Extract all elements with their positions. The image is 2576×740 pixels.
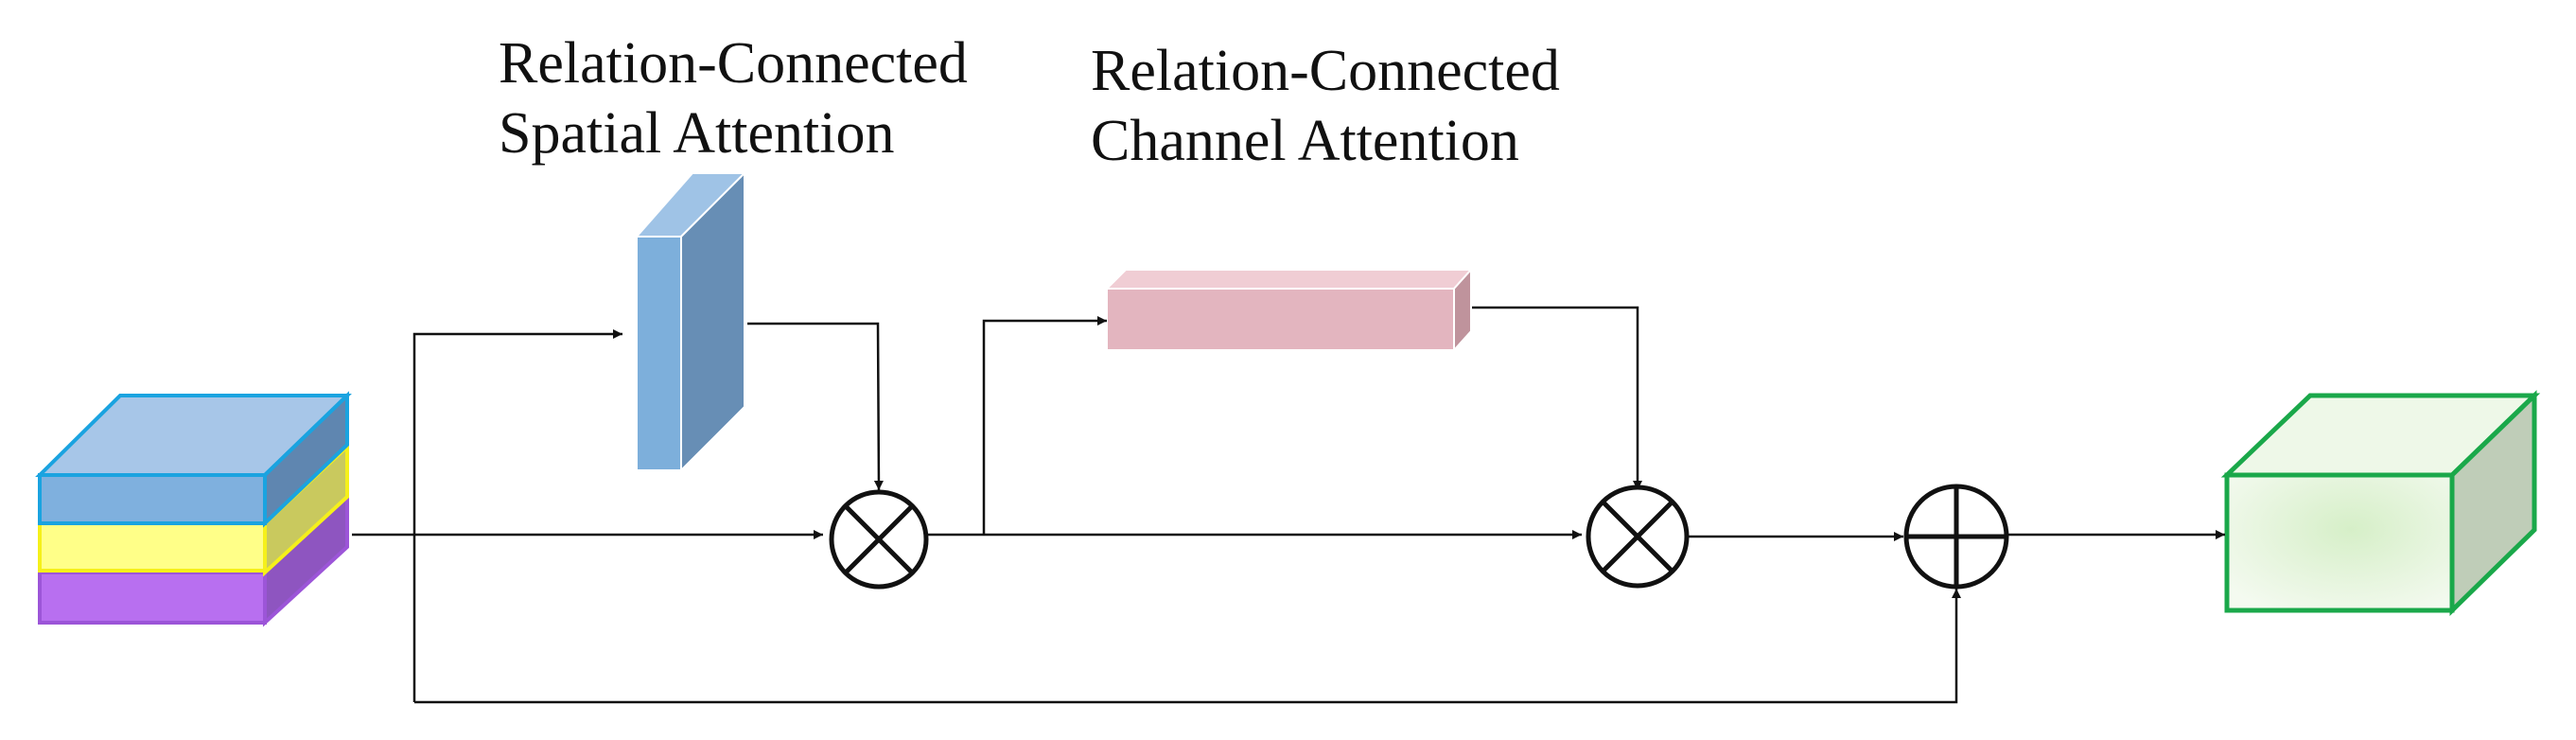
multiply-icon-1-stroke-b <box>844 504 914 574</box>
purple-layer-front <box>38 571 267 625</box>
edge-branch-to-channel <box>982 316 1107 535</box>
spatial-attention-label: Relation-Connected Spatial Attention <box>499 28 968 168</box>
output-cube-front <box>2224 472 2455 613</box>
input-layer-yellow <box>38 442 349 577</box>
channel-block-front <box>1106 288 1455 351</box>
channel-block-top <box>1104 269 1474 290</box>
channel-attention-label: Relation-Connected Channel Attention <box>1091 36 1560 176</box>
edge-channel-to-multiply2 <box>1472 306 1642 490</box>
spatial-label-line1: Relation-Connected <box>499 31 968 96</box>
multiply-node-2 <box>1586 485 1690 589</box>
multiply-node-1 <box>829 489 929 590</box>
channel-attention-block <box>1104 267 1474 353</box>
input-layer-blue <box>35 391 352 528</box>
input-feature-stack <box>35 391 352 627</box>
channel-label-line1: Relation-Connected <box>1091 39 1560 103</box>
edge-spatial-to-multiply1 <box>747 322 884 491</box>
output-feature-cube <box>2220 390 2541 616</box>
channel-label-line2: Channel Attention <box>1091 109 1519 173</box>
spatial-block-front <box>636 236 682 471</box>
input-layer-purple <box>38 492 349 627</box>
connections <box>352 306 2225 704</box>
blue-layer-front <box>38 473 267 525</box>
add-node <box>1903 484 2009 590</box>
spatial-attention-block <box>634 170 747 473</box>
edge-residual-to-add <box>414 589 1961 704</box>
yellow-layer-front <box>38 521 267 573</box>
edge-branch-to-spatial <box>412 329 622 702</box>
multiply-icon-2-stroke-b <box>1601 500 1674 573</box>
spatial-label-line2: Spatial Attention <box>499 101 895 166</box>
